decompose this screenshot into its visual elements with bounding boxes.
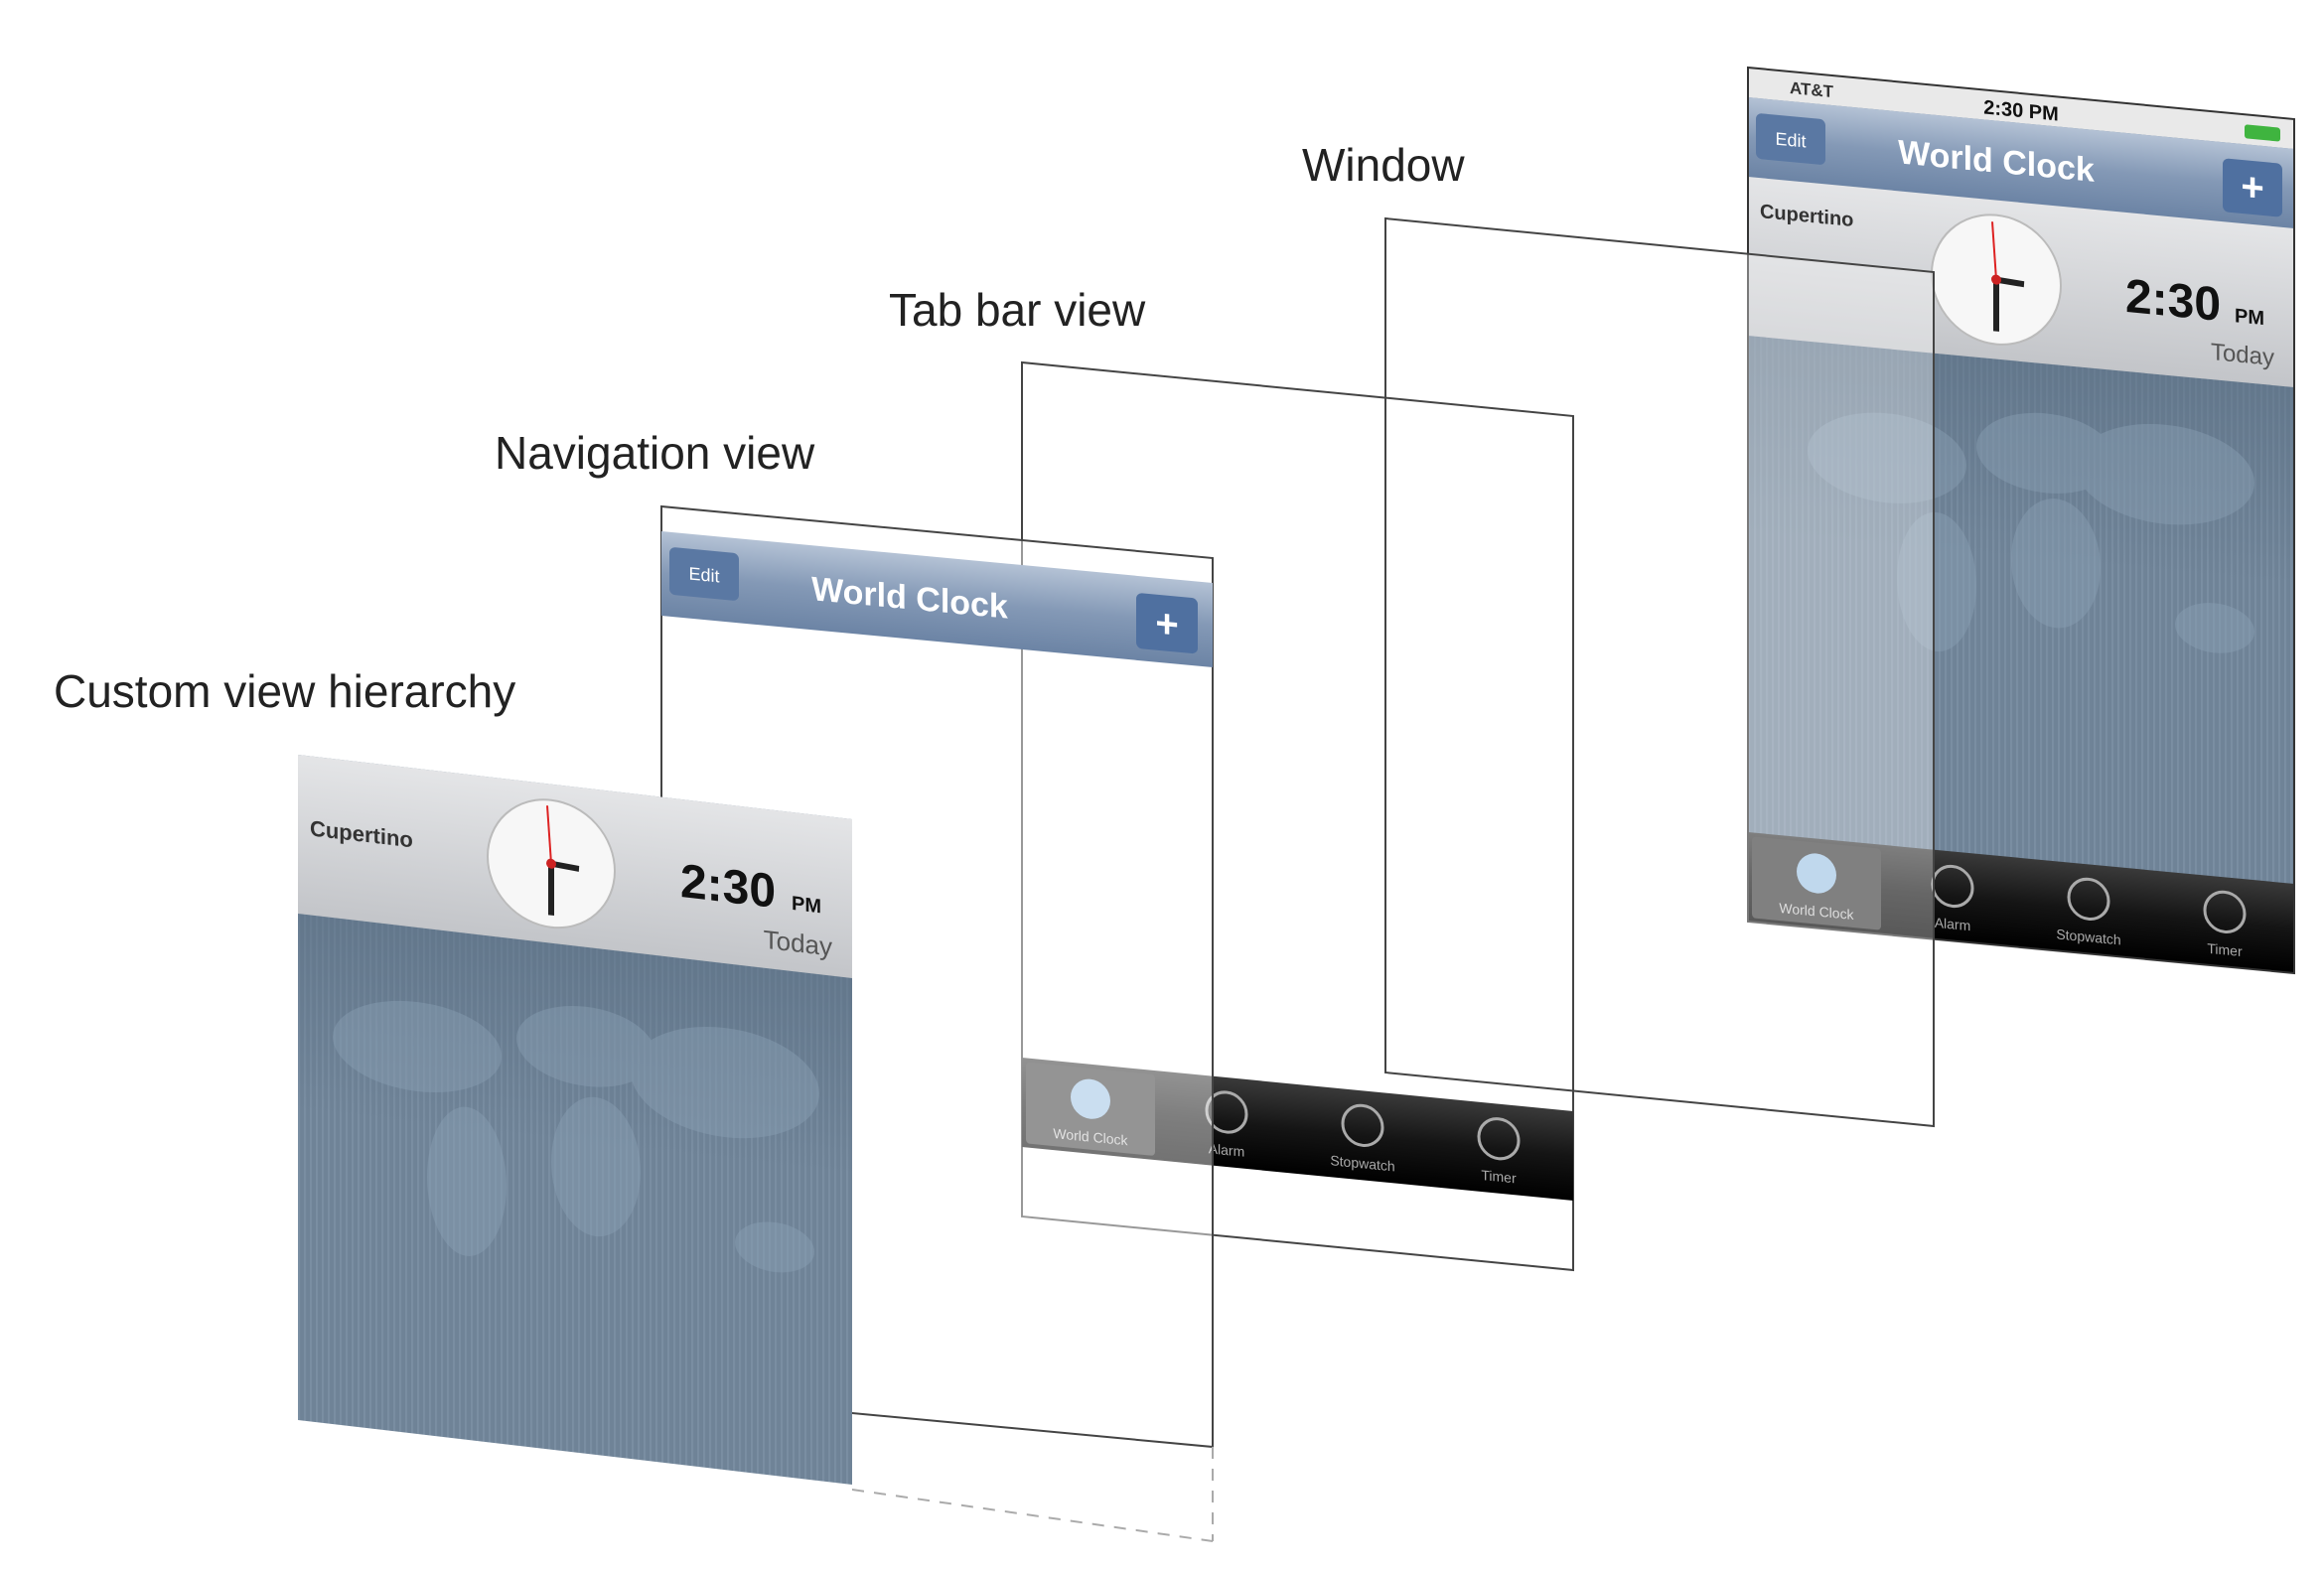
svg-text:Stopwatch: Stopwatch — [1330, 1152, 1394, 1174]
analog-clock-icon — [1931, 214, 2062, 346]
tab-timer[interactable]: Timer — [2203, 890, 2247, 959]
digital-time: 2:30 — [2125, 269, 2221, 332]
add-button[interactable] — [2223, 158, 2282, 217]
tab-bar — [1022, 1058, 1573, 1202]
svg-text:Alarm: Alarm — [1935, 915, 1971, 933]
world-map — [1808, 412, 2254, 653]
tab-stopwatch[interactable]: Stopwatch — [2056, 876, 2121, 947]
svg-text:+: + — [2241, 165, 2263, 211]
nav-bar — [1748, 97, 2294, 228]
globe-icon — [1797, 853, 1836, 894]
stopwatch-icon — [2067, 877, 2110, 922]
carrier-label: AT&T — [1790, 78, 1834, 101]
status-bar — [1748, 68, 2294, 149]
digital-time: 2:30 — [680, 854, 776, 919]
tab-timer[interactable]: Timer — [1477, 1117, 1521, 1187]
world-map — [333, 1000, 819, 1273]
stopwatch-icon — [1341, 1103, 1384, 1147]
edit-button[interactable] — [1756, 113, 1825, 166]
tab-world-clock[interactable]: World Clock — [1779, 850, 1855, 923]
ampm-label: PM — [792, 893, 821, 918]
analog-clock-icon — [487, 798, 616, 929]
composite-screen: AT&T 2:30 PM Edit World Clock + Cupertin… — [1747, 66, 2295, 975]
tab-stopwatch[interactable]: Stopwatch — [1330, 1102, 1395, 1175]
svg-text:Timer: Timer — [2207, 940, 2243, 959]
label-custom-view-hierarchy: Custom view hierarchy — [54, 665, 515, 717]
tab-bar-layer: World Clock Alarm Stopwatch Timer — [1021, 360, 1574, 1272]
custom-view-layer: Cupertino 2:30 PM Today — [298, 755, 852, 1486]
edit-button[interactable] — [669, 547, 739, 602]
globe-icon — [1071, 1078, 1110, 1119]
tab-alarm[interactable]: Alarm — [1205, 1090, 1248, 1160]
svg-text:Edit: Edit — [689, 564, 720, 587]
label-navigation-view: Navigation view — [495, 427, 815, 479]
ampm-label: PM — [2235, 305, 2264, 330]
battery-icon — [2245, 124, 2280, 142]
svg-text:Timer: Timer — [1481, 1167, 1517, 1186]
tab-world-clock[interactable]: World Clock — [1053, 1075, 1129, 1148]
day-label: Today — [2211, 339, 2274, 371]
svg-text:World Clock: World Clock — [1779, 900, 1854, 923]
svg-text:Stopwatch: Stopwatch — [2056, 926, 2120, 947]
label-window: Window — [1302, 139, 1465, 191]
svg-text:World Clock: World Clock — [1053, 1125, 1128, 1148]
add-button[interactable] — [1136, 593, 1198, 654]
timer-icon — [2203, 890, 2247, 933]
label-tab-bar-view: Tab bar view — [889, 284, 1146, 336]
nav-bar — [661, 531, 1213, 668]
svg-text:Alarm: Alarm — [1209, 1140, 1245, 1160]
timer-icon — [1477, 1117, 1521, 1161]
svg-text:+: + — [1155, 602, 1178, 647]
svg-text:Edit: Edit — [1775, 129, 1806, 152]
tab-bar — [1748, 832, 2294, 973]
alarm-clock-icon — [1205, 1090, 1248, 1134]
window-layer — [1384, 216, 1935, 1128]
